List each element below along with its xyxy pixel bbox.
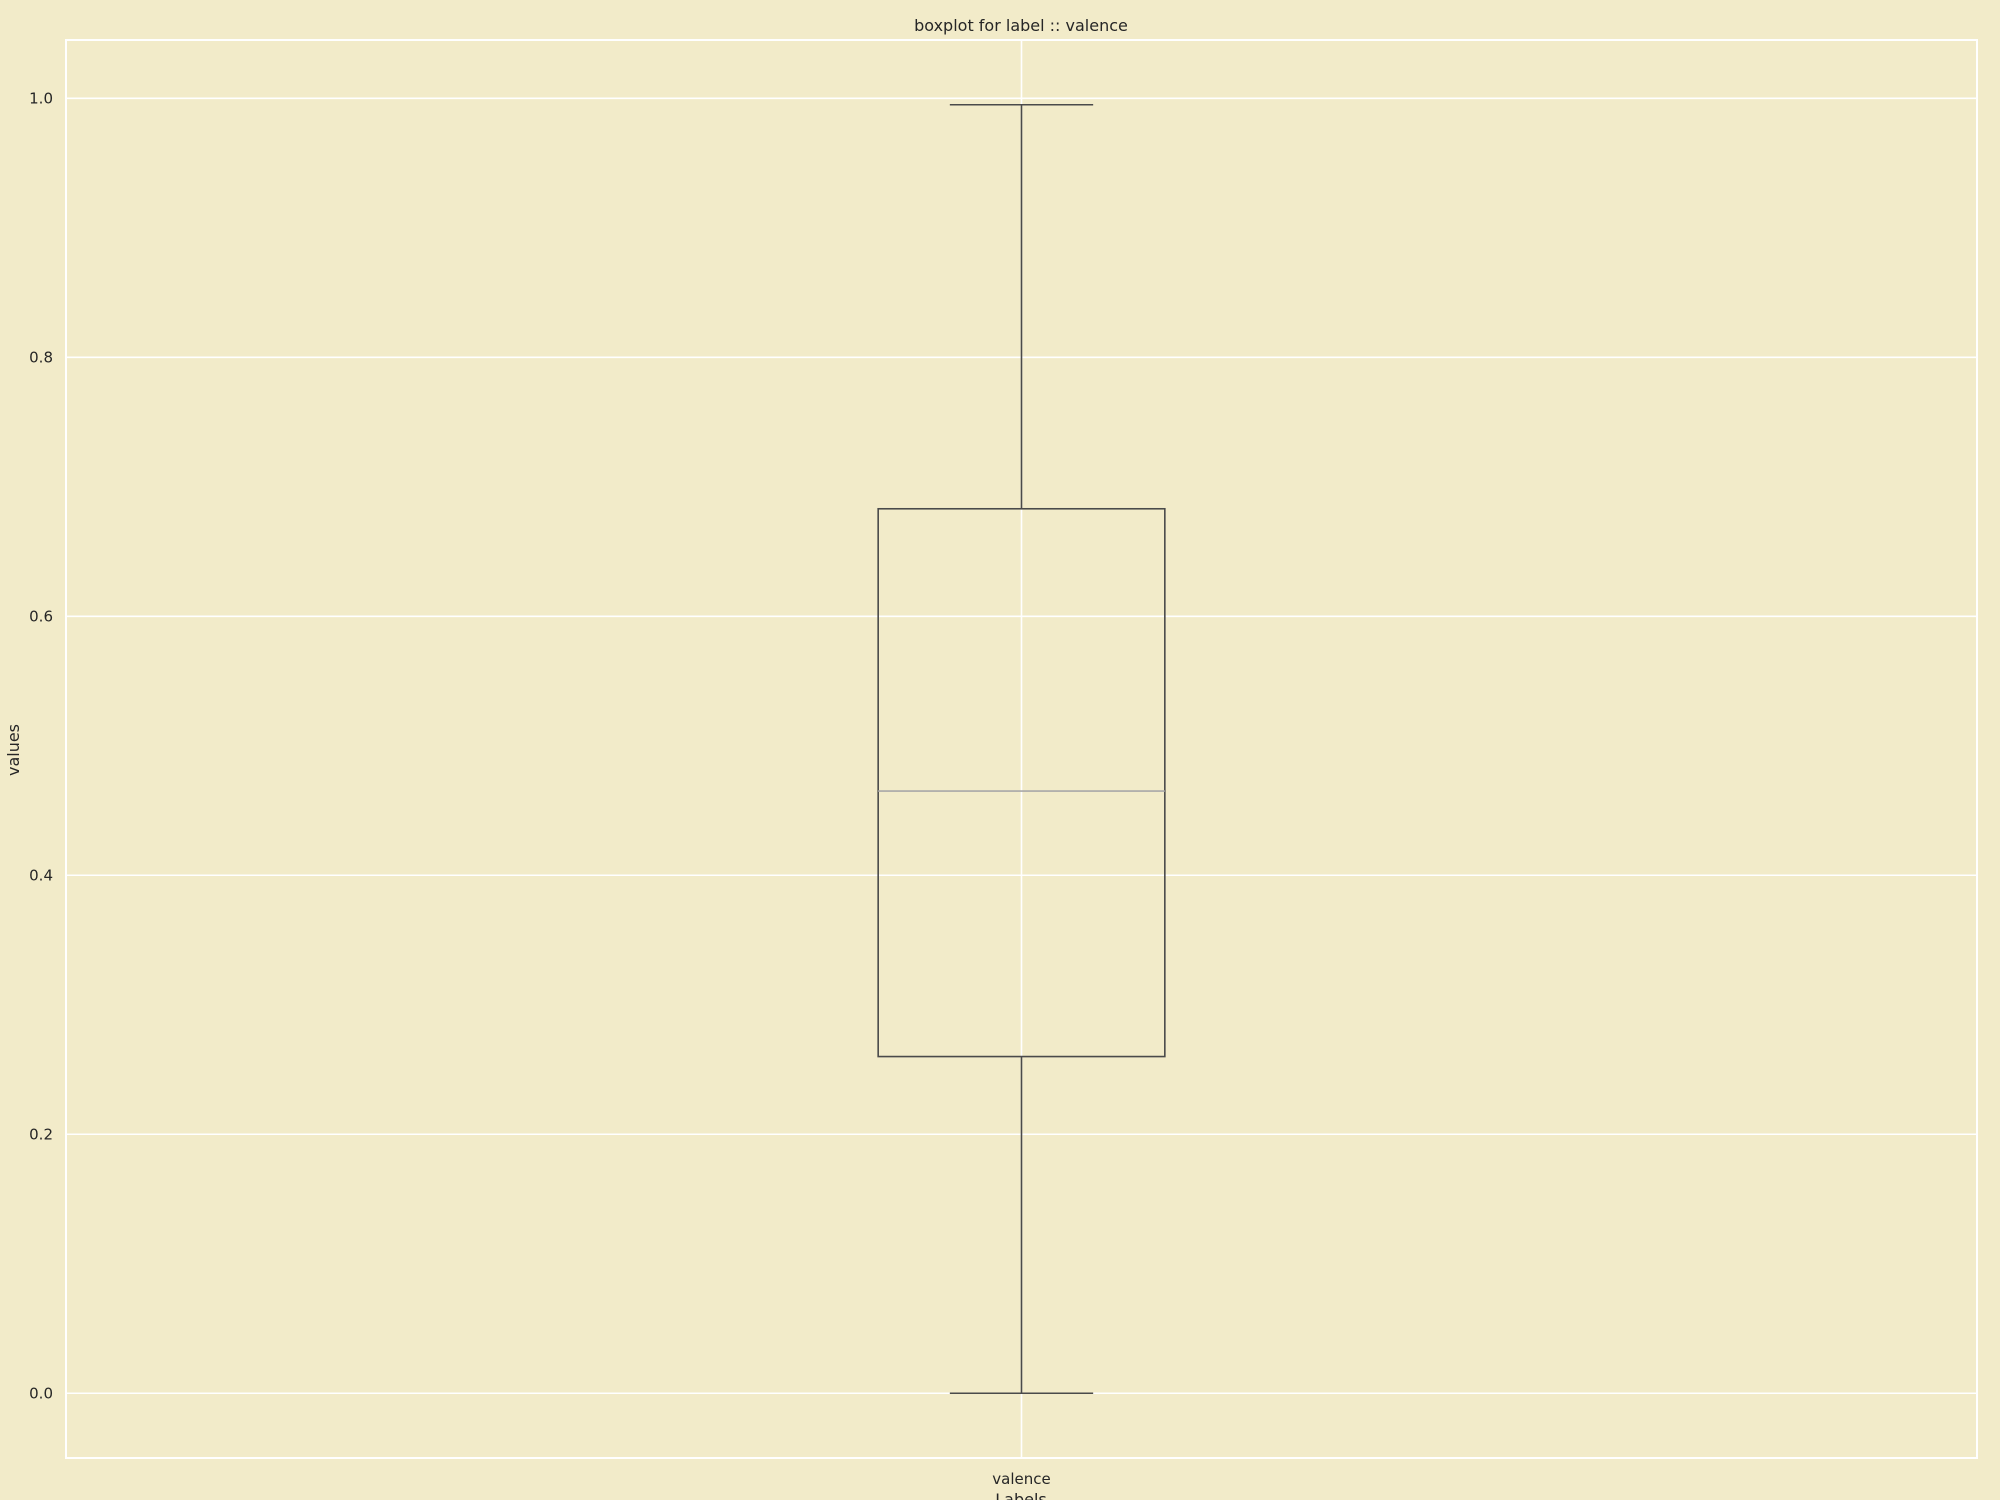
y-axis-label: values	[4, 724, 23, 776]
x-tick-labels: valence	[992, 1470, 1050, 1488]
x-axis-label: Labels	[995, 1490, 1047, 1500]
y-tick-label: 0.0	[29, 1384, 53, 1402]
plot-frame	[65, 39, 1978, 1459]
y-tick-label: 0.4	[29, 866, 53, 884]
x-tick-label: valence	[992, 1470, 1050, 1488]
y-tick-label: 0.2	[29, 1125, 53, 1143]
y-tick-labels: 0.0 0.2 0.4 0.6 0.8 1.0	[29, 89, 53, 1402]
chart-title: boxplot for label :: valence	[914, 16, 1128, 35]
y-tick-label: 1.0	[29, 89, 53, 107]
y-tick-label: 0.6	[29, 607, 53, 625]
y-tick-label: 0.8	[29, 348, 53, 366]
box-group	[877, 103, 1166, 1395]
iqr-box	[877, 507, 1166, 1058]
box-layer	[877, 103, 1166, 1395]
